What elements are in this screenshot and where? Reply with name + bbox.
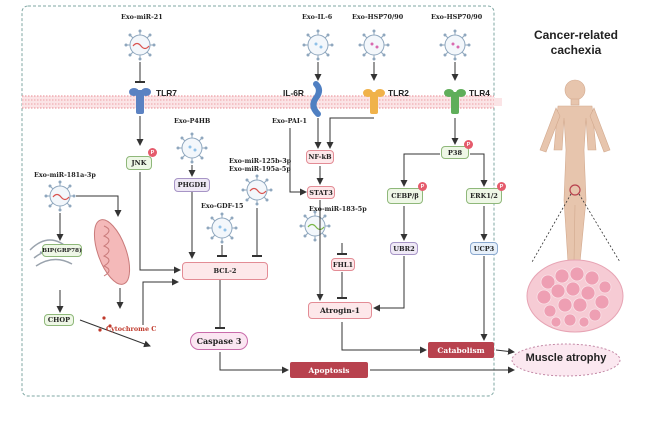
muscle-zoom-marker	[569, 184, 581, 196]
node-jnk: JNK	[126, 156, 152, 170]
label-exo-mir125b: Exo-miR-125b-3p	[229, 157, 292, 165]
label-muscle-atrophy: Muscle atrophy	[525, 352, 607, 364]
node-phgdh: PHGDH	[174, 178, 210, 192]
node-ucp3: UCP3	[470, 242, 498, 255]
label-exo-il6: Exo-IL-6	[302, 13, 333, 21]
node-erk: ERK1/2	[466, 188, 502, 204]
node-apoptosis: Apoptosis	[290, 362, 368, 378]
label-exo-mir181a: Exo-miR-181a-3p	[34, 171, 96, 179]
tlr4-receptor-icon	[444, 89, 466, 114]
human-body-icon	[539, 79, 611, 263]
node-ubr2: UBR2	[390, 242, 418, 255]
node-cebp: CEBP/β	[387, 188, 423, 204]
label-exo-mir183: Exo-miR-183-5p	[309, 205, 367, 213]
node-bip: BIP(GRP78)	[42, 244, 82, 257]
node-catabolism: Catabolism	[428, 342, 494, 358]
mitochondrion-icon	[93, 219, 131, 285]
label-cytochrome-c: Cytochrome C	[106, 325, 157, 333]
label-exo-p4hb: Exo-P4HB	[174, 117, 211, 125]
node-fhl1: FHL1	[331, 258, 355, 271]
phospho-badge-jnk: P	[148, 148, 157, 157]
phospho-badge-erk: P	[497, 182, 506, 191]
label-exo-pai1: Exo-PAI-1	[272, 117, 307, 125]
phospho-badge-cebp: P	[418, 182, 427, 191]
cytochrome-c-dots	[98, 316, 112, 332]
exosome-hsp-a-icon	[358, 29, 390, 61]
node-nfkb: NF-kB	[306, 150, 334, 164]
exosome-il6-icon	[302, 29, 334, 61]
cell-membrane	[22, 95, 502, 109]
node-bcl2: BCL-2	[182, 262, 268, 280]
il6r-receptor-icon	[310, 81, 322, 117]
label-exo-hsp-a: Exo-HSP70/90	[352, 13, 404, 21]
label-exo-hsp-b: Exo-HSP70/90	[431, 13, 483, 21]
muscle-tissue-icon	[526, 259, 624, 333]
muscle-atrophy-oval	[511, 343, 621, 377]
tlr7-receptor-icon	[129, 88, 151, 114]
phospho-badge-p38: P	[464, 140, 473, 149]
exosome-p4hb-icon	[176, 132, 208, 164]
title-line-2: cachexia	[550, 43, 602, 57]
label-tlr2: TLR2	[388, 88, 409, 98]
label-exo-mir195a: Exo-miR-195a-5p	[229, 165, 291, 173]
title-line-1: Cancer-related	[533, 28, 619, 42]
exosome-gdf15-icon	[206, 212, 238, 244]
node-p38: P38	[441, 146, 469, 159]
label-il6r: IL-6R	[283, 88, 304, 98]
label-tlr4: TLR4	[469, 88, 490, 98]
label-exo-gdf15: Exo-GDF-15	[201, 202, 244, 210]
tlr2-receptor-icon	[363, 89, 385, 114]
node-chop: CHOP	[44, 314, 74, 326]
node-atrogin1: Atrogin-1	[308, 302, 372, 319]
node-caspase3: Caspase 3	[190, 332, 248, 350]
node-stat3: STAT3	[307, 186, 335, 199]
page-title: Cancer-related cachexia	[522, 28, 630, 58]
label-tlr7: TLR7	[156, 88, 177, 98]
exosome-hsp-b-icon	[439, 29, 471, 61]
cell-boundary-frame	[21, 5, 495, 397]
label-exo-mir21: Exo-miR-21	[121, 13, 163, 21]
